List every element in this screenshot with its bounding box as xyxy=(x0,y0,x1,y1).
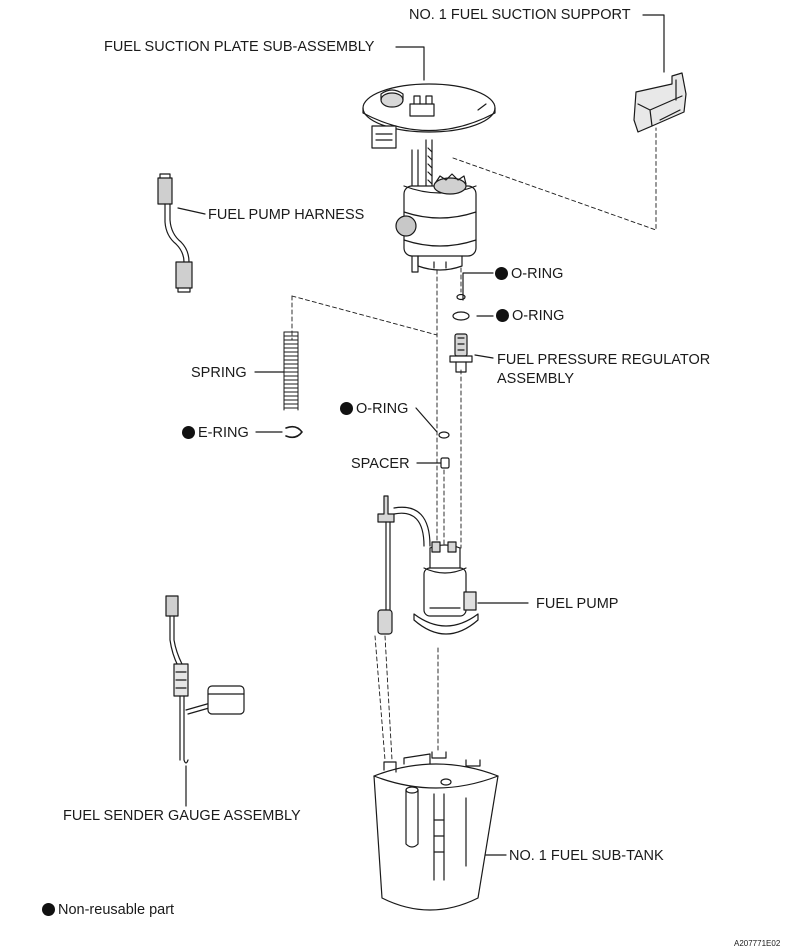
alignment-lines xyxy=(291,127,657,761)
fuel-suction-plate-part xyxy=(362,83,496,149)
o-ring-part xyxy=(438,431,450,439)
label-fuel-suction-plate: FUEL SUCTION PLATE SUB-ASSEMBLY xyxy=(104,39,375,55)
e-ring-part xyxy=(285,425,303,439)
label-spacer: SPACER xyxy=(351,456,410,472)
label-o-ring-3: O-RING xyxy=(340,401,408,417)
legend: Non-reusable part xyxy=(42,902,174,918)
label-e-ring: E-RING xyxy=(182,425,249,441)
non-reusable-marker xyxy=(495,267,508,280)
label-fuel-pump-harness: FUEL PUMP HARNESS xyxy=(208,207,365,223)
fuel-pressure-regulator-part xyxy=(449,333,473,373)
o-ring-2-text: O-RING xyxy=(512,308,565,324)
o-ring-3-text: O-RING xyxy=(356,401,409,417)
label-fuel-pressure-regulator-line1: FUEL PRESSURE REGULATOR xyxy=(497,352,711,368)
spring-part xyxy=(283,331,299,411)
e-ring-text: E-RING xyxy=(198,425,249,441)
label-fuel-pump: FUEL PUMP xyxy=(536,596,619,612)
spacer-part xyxy=(440,457,450,469)
figure-code: A207771E02 xyxy=(734,939,781,948)
o-ring-part xyxy=(452,311,470,321)
legend-text: Non-reusable part xyxy=(58,902,175,918)
label-fuel-sub-tank: NO. 1 FUEL SUB-TANK xyxy=(509,848,664,864)
fuel-sender-gauge-part xyxy=(165,595,245,764)
label-fuel-sender-gauge: FUEL SENDER GAUGE ASSEMBLY xyxy=(63,808,301,824)
non-reusable-marker xyxy=(340,402,353,415)
label-o-ring-1: O-RING xyxy=(495,266,563,282)
label-fuel-pressure-regulator-line2: ASSEMBLY xyxy=(497,371,575,387)
non-reusable-marker xyxy=(182,426,195,439)
fuel-suction-support-part xyxy=(633,72,687,133)
leader-lines xyxy=(177,14,665,856)
fuel-sub-tank-part xyxy=(373,751,499,911)
label-o-ring-2: O-RING xyxy=(496,308,564,324)
non-reusable-marker xyxy=(496,309,509,322)
non-reusable-marker xyxy=(42,903,55,916)
fuel-pump-harness-part xyxy=(157,173,193,293)
o-ring-part xyxy=(456,293,466,301)
o-ring-1-text: O-RING xyxy=(511,266,564,282)
fuel-pump-part xyxy=(377,495,479,635)
label-spring: SPRING xyxy=(191,365,247,381)
pump-body-assembly xyxy=(395,139,477,273)
label-fuel-suction-support: NO. 1 FUEL SUCTION SUPPORT xyxy=(409,7,631,23)
